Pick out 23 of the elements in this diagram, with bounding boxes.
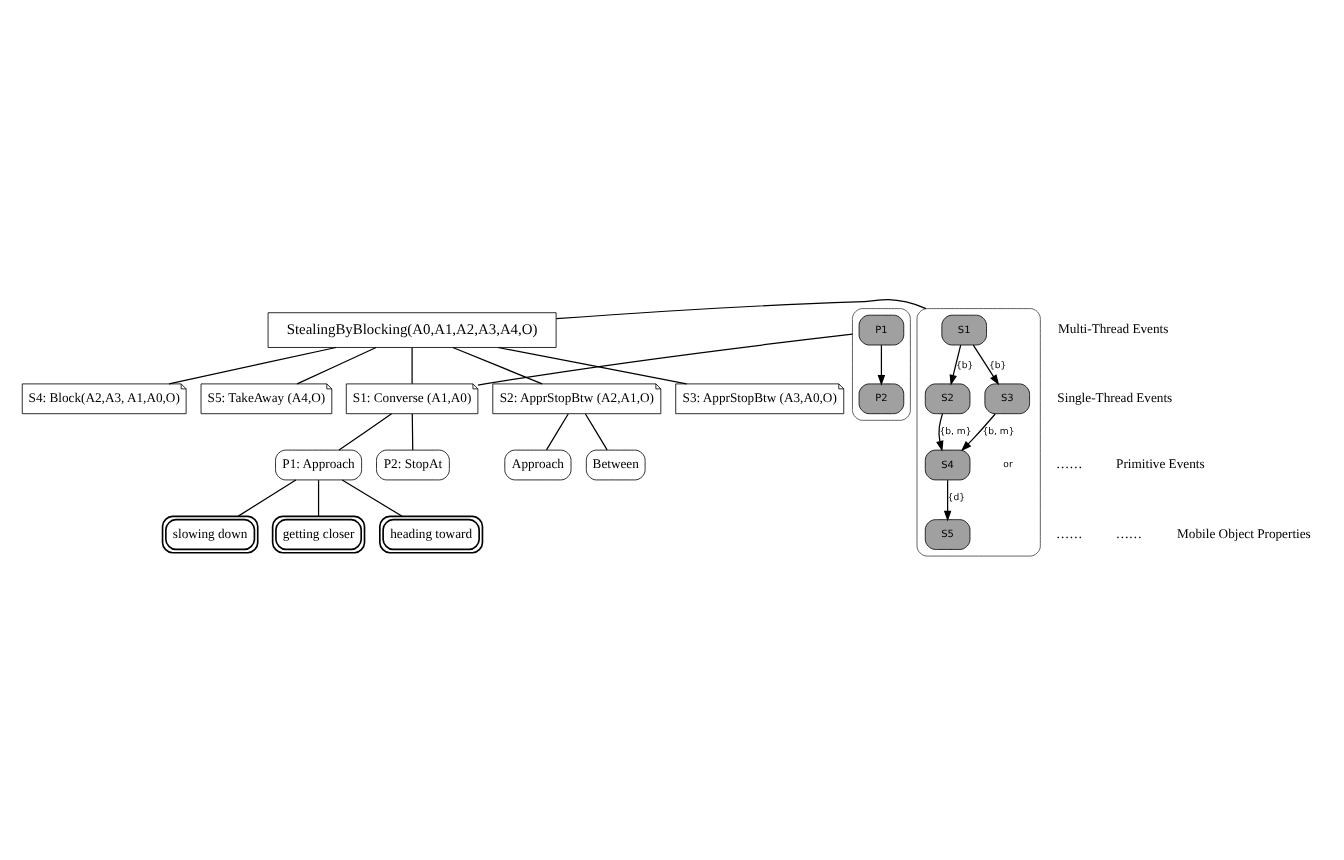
- connector: [584, 412, 608, 450]
- connector: [411, 345, 413, 384]
- connector: [237, 478, 297, 516]
- node-box: StealingByBlocking(A0,A1,A2,A3,A4,O): [267, 311, 557, 347]
- arrow: [936, 412, 944, 451]
- arrow: [877, 343, 886, 385]
- connector: [168, 345, 337, 384]
- connector: [497, 345, 688, 384]
- connector: [452, 345, 543, 384]
- cluster: [916, 307, 1041, 556]
- arrow: [960, 412, 996, 451]
- connector: [411, 412, 414, 450]
- connector: [545, 412, 569, 450]
- connector: [341, 478, 403, 516]
- connector: [555, 298, 927, 319]
- arrow: [972, 343, 1000, 385]
- arrow: [949, 343, 962, 385]
- connector: [317, 478, 320, 516]
- connector: [296, 345, 377, 384]
- connector: [477, 332, 854, 385]
- arrow: [943, 478, 952, 521]
- cluster: [852, 307, 911, 420]
- connector: [338, 412, 393, 450]
